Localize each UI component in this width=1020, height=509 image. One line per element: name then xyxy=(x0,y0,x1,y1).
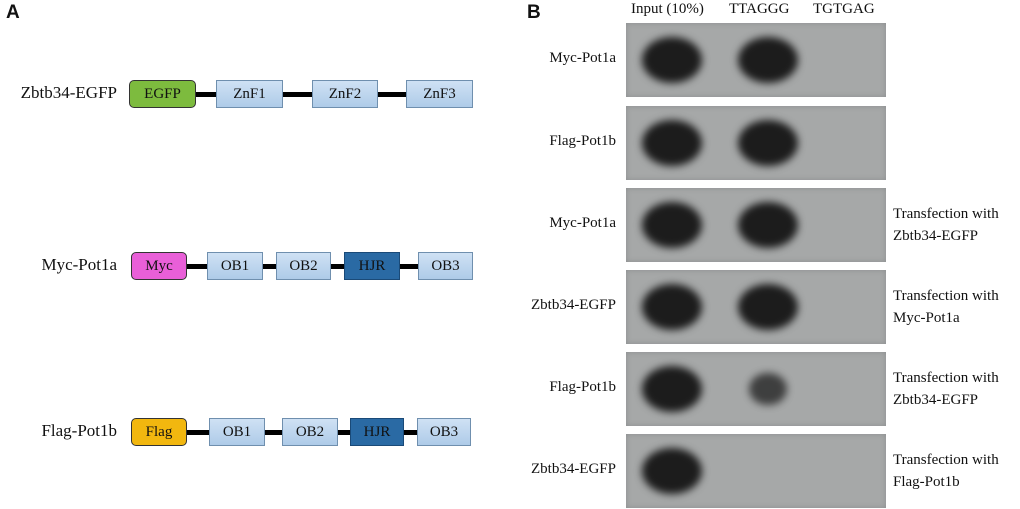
blot-strip xyxy=(626,270,886,344)
domain-ob3: OB3 xyxy=(418,252,473,280)
column-header: TGTGAG xyxy=(813,1,875,17)
dot-signal xyxy=(738,37,798,83)
dot-signal xyxy=(738,284,798,330)
dot-signal xyxy=(642,202,702,248)
linker-line xyxy=(131,430,417,435)
note-line: Zbtb34-EGFP xyxy=(893,228,979,244)
domain-ob2: OB2 xyxy=(276,252,331,280)
construct-label: Zbtb34-EGFP xyxy=(20,83,117,102)
row-label: Myc-Pot1a xyxy=(549,215,616,231)
domain-ob1: OB1 xyxy=(207,252,263,280)
row-label: Myc-Pot1a xyxy=(549,50,616,66)
domain-ob1: OB1 xyxy=(209,418,265,446)
domain-egfp: EGFP xyxy=(129,80,196,108)
blot-strip xyxy=(626,434,886,508)
dot-signal xyxy=(642,120,702,166)
dot-signal xyxy=(642,366,702,412)
row-label: Zbtb34-EGFP xyxy=(530,461,616,477)
dot-signal xyxy=(642,448,702,494)
panel-a-letter: A xyxy=(6,2,20,23)
domain-znf2: ZnF2 xyxy=(312,80,378,108)
panel-b-letter: B xyxy=(527,2,541,23)
blot-strip xyxy=(626,23,886,97)
domain-hjr: HJR xyxy=(344,252,400,280)
dot-signal xyxy=(642,37,702,83)
note-line: Zbtb34-EGFP xyxy=(893,392,979,408)
note-line: Transfection with xyxy=(893,452,999,468)
dot-signal xyxy=(642,284,702,330)
linker-line xyxy=(131,264,418,269)
dot-signal xyxy=(738,202,798,248)
blot-strip xyxy=(626,352,886,426)
domain-znf3: ZnF3 xyxy=(406,80,473,108)
domain-ob3: OB3 xyxy=(417,418,471,446)
domain-znf1: ZnF1 xyxy=(216,80,283,108)
domain-hjr: HJR xyxy=(350,418,404,446)
note-line: Flag-Pot1b xyxy=(893,474,960,490)
domain-myc: Myc xyxy=(131,252,187,280)
blot-strip xyxy=(626,106,886,180)
row-label: Flag-Pot1b xyxy=(549,379,616,395)
blot-strip xyxy=(626,188,886,262)
column-header: Input (10%) xyxy=(631,1,704,17)
dot-signal xyxy=(738,120,798,166)
note-line: Myc-Pot1a xyxy=(893,310,960,326)
row-label: Flag-Pot1b xyxy=(549,133,616,149)
construct-label: Flag-Pot1b xyxy=(41,421,117,440)
domain-ob2: OB2 xyxy=(282,418,338,446)
column-header: TTAGGG xyxy=(729,1,790,17)
dot-signal xyxy=(749,372,787,406)
note-line: Transfection with xyxy=(893,370,999,386)
note-line: Transfection with xyxy=(893,288,999,304)
note-line: Transfection with xyxy=(893,206,999,222)
construct-label: Myc-Pot1a xyxy=(41,255,117,274)
row-label: Zbtb34-EGFP xyxy=(530,297,616,313)
domain-flag: Flag xyxy=(131,418,187,446)
